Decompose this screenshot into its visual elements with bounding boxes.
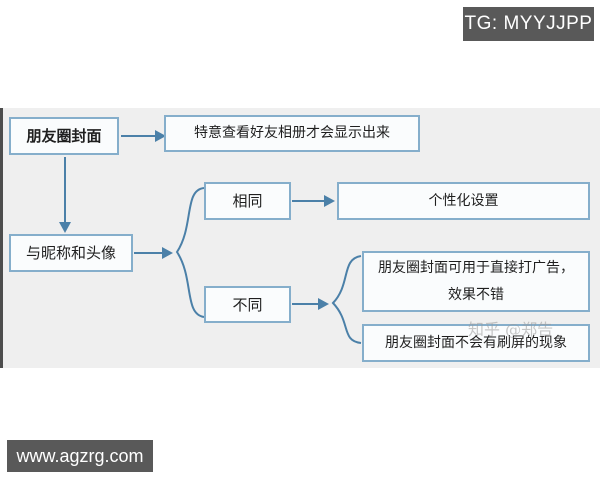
- node-nickname-avatar: 与昵称和头像: [9, 234, 133, 272]
- node-no-screen-flood: 朋友圈封面不会有刷屏的现象: [362, 324, 590, 362]
- website-badge: www.agzrg.com: [7, 440, 153, 472]
- node-direct-ads: 朋友圈封面可用于直接打广告， 效果不错: [362, 251, 590, 312]
- zhihu-watermark: 知乎 @郑告: [468, 320, 554, 339]
- node-label: 特意查看好友相册才会显示出来: [194, 125, 390, 142]
- node-moments-cover: 朋友圈封面: [9, 117, 119, 155]
- node-label: 个性化设置: [428, 192, 499, 209]
- node-label: 朋友圈封面不会有刷屏的现象: [385, 334, 567, 351]
- node-label-line2: 效果不错: [448, 286, 504, 303]
- node-personalized-settings: 个性化设置: [337, 182, 590, 220]
- node-label: 朋友圈封面: [26, 127, 102, 145]
- telegram-badge: TG: MYYJJPP: [463, 7, 594, 41]
- node-label-line1: 朋友圈封面可用于直接打广告，: [378, 259, 574, 276]
- node-different: 不同: [204, 286, 291, 323]
- node-label: 相同: [232, 192, 263, 210]
- node-label: 不同: [232, 295, 263, 314]
- node-view-album-note: 特意查看好友相册才会显示出来: [164, 115, 420, 152]
- node-label: 与昵称和头像: [25, 244, 116, 262]
- node-same: 相同: [204, 182, 291, 220]
